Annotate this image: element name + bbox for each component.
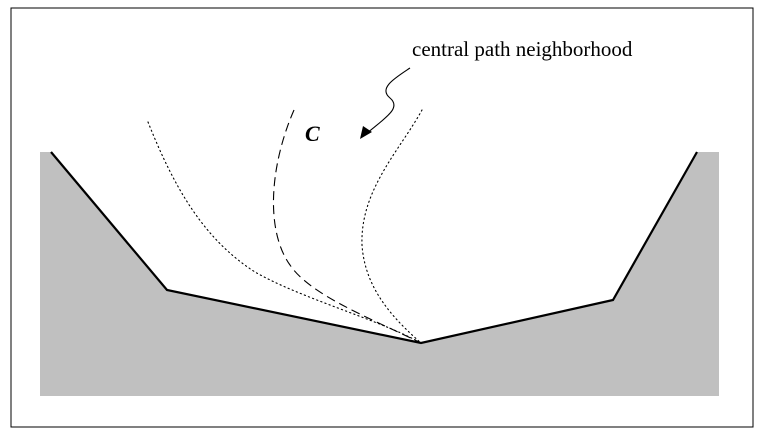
pointer-arrow — [365, 67, 411, 135]
figure-frame — [10, 7, 754, 428]
neighborhood-right-boundary — [361, 109, 423, 344]
central-path-curve — [272, 109, 422, 344]
neighborhood-label: central path neighborhood — [412, 37, 633, 61]
pointer-arrowhead-icon — [360, 126, 372, 139]
feasible-region — [40, 152, 719, 396]
central-path-label: C — [305, 121, 320, 146]
